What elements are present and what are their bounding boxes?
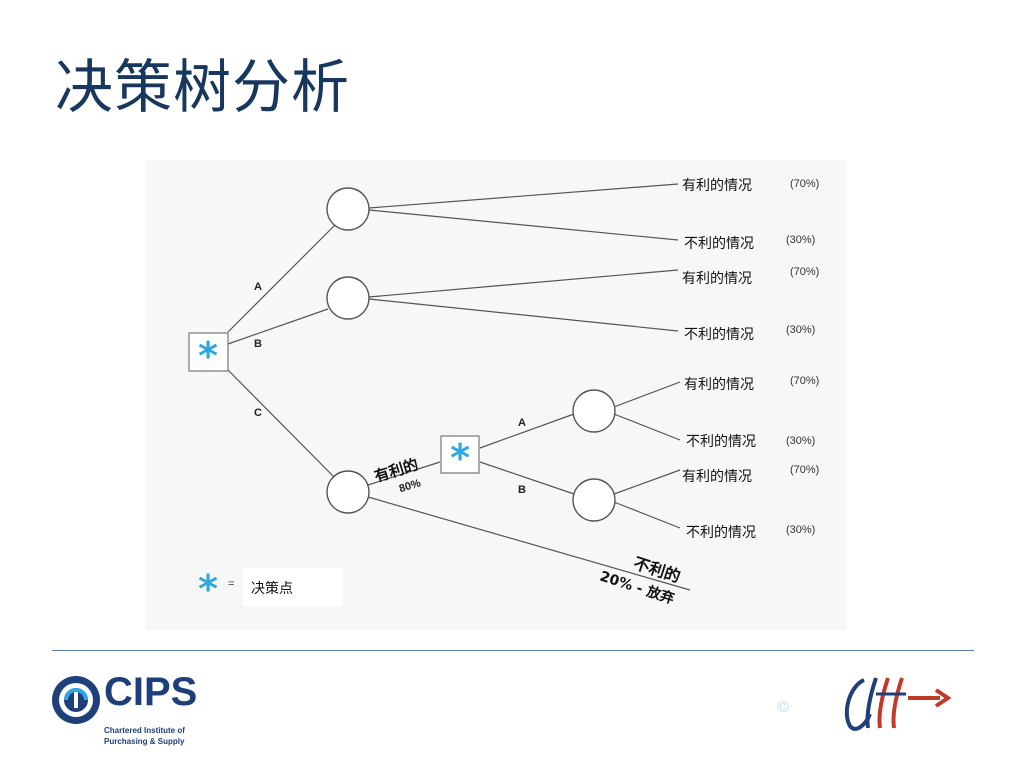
outcome-pct-1: (70%) (790, 178, 819, 190)
outcome-line-6 (613, 413, 681, 441)
legend-equals: = (228, 578, 234, 590)
page-title: 决策树分析 (55, 53, 351, 121)
outcome-pct-7: (70%) (790, 464, 819, 476)
cips-logo-wordmark: CIPS (104, 670, 198, 714)
outcome-pct-2: (30%) (786, 234, 815, 246)
favorable-line (367, 461, 441, 486)
outcome-label-1: 有利的情况 (682, 178, 752, 194)
outcome-line-1 (368, 183, 679, 209)
chance-node-5 (572, 478, 616, 522)
branch-line-a (227, 223, 337, 333)
copyright-symbol: © (777, 699, 789, 716)
outcome-line-2 (368, 209, 679, 241)
outcome-line-4 (368, 298, 679, 332)
outcome-label-8: 不利的情况 (686, 525, 756, 541)
legend-label: 决策点 (251, 580, 293, 597)
asterisk-icon: * (198, 334, 218, 378)
chance-node-3 (326, 470, 370, 514)
outcome-line-7 (613, 469, 681, 495)
outcome-pct-3: (70%) (790, 266, 819, 278)
cips-logo (52, 676, 100, 724)
branch-label-b: B (254, 338, 262, 350)
outcome-label-2: 不利的情况 (684, 236, 754, 252)
unfavorable-line (367, 496, 691, 591)
asterisk-icon: * (198, 567, 218, 611)
branch-line-b (227, 308, 329, 345)
outcome-label-4: 不利的情况 (684, 327, 754, 343)
cips-subtitle-line-2: Purchasing & Supply (104, 737, 185, 746)
cips-logo-subtitle: Chartered Institute of Purchasing & Supp… (104, 725, 185, 747)
decision-node-sub (440, 435, 480, 474)
sub-branch-label-a: A (518, 417, 526, 429)
sub-branch-line-a (479, 413, 575, 449)
favorable-pct: 80% (398, 477, 423, 495)
outcome-label-7: 有利的情况 (682, 469, 752, 485)
outcome-line-3 (368, 269, 679, 298)
legend-box (243, 568, 343, 606)
footer-divider (52, 650, 974, 651)
outcome-line-5 (613, 381, 681, 408)
chance-node-2 (326, 276, 370, 320)
branch-line-c (227, 369, 336, 479)
outcome-pct-5: (70%) (790, 375, 819, 387)
sub-branch-line-b (479, 461, 575, 495)
branch-label-c: C (254, 407, 262, 419)
outcome-pct-4: (30%) (786, 324, 815, 336)
outcome-label-5: 有利的情况 (684, 377, 754, 393)
outcome-pct-8: (30%) (786, 524, 815, 536)
asterisk-icon: * (450, 436, 470, 480)
outcome-label-3: 有利的情况 (682, 271, 752, 287)
cips-subtitle-line-1: Chartered Institute of (104, 726, 185, 735)
chance-node-1 (326, 187, 370, 231)
brand-logo (844, 677, 952, 731)
branch-label-a: A (254, 281, 262, 293)
decision-node-main (188, 332, 229, 372)
outcome-pct-6: (30%) (786, 435, 815, 447)
outcome-label-6: 不利的情况 (686, 434, 756, 450)
chance-node-4 (572, 389, 616, 433)
outcome-line-8 (613, 501, 681, 529)
diagram-background (146, 160, 846, 630)
sub-branch-label-b: B (518, 484, 526, 496)
